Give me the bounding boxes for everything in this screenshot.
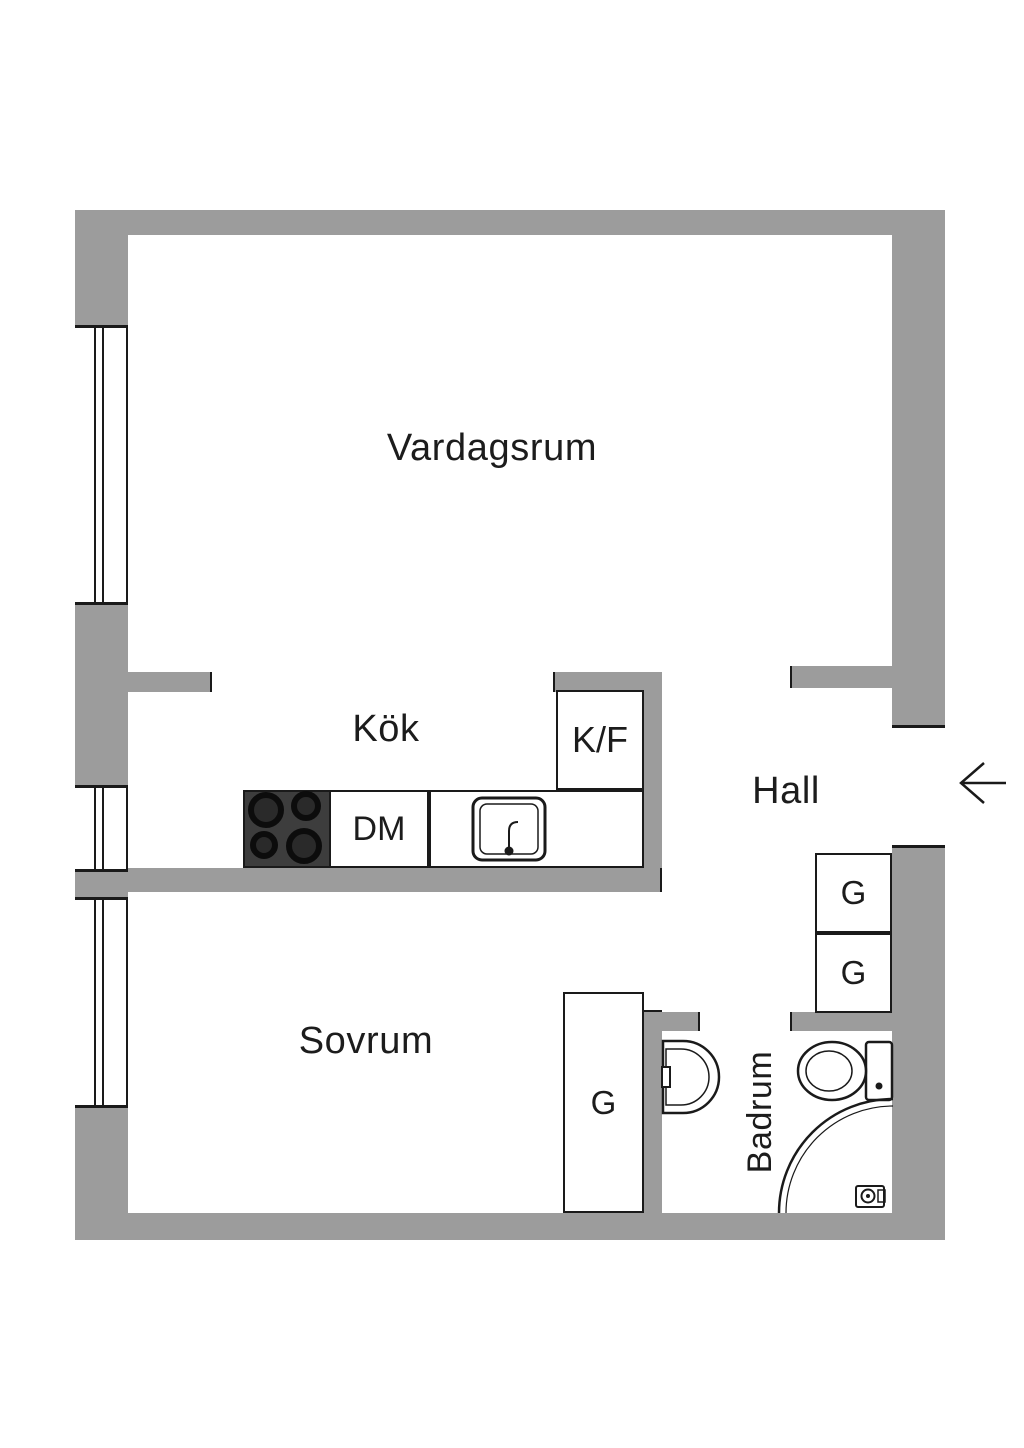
outer-wall-left-1 [75, 210, 128, 325]
outer-wall-bottom [75, 1213, 945, 1240]
entrance-arrow-icon [959, 762, 1006, 804]
bathroom-top-stub-wall [662, 1012, 700, 1031]
bathroom-label: Badrum [741, 1050, 779, 1174]
kitchen-hall-divider-wall [644, 672, 662, 892]
hall-closet-bottom-wall [790, 1012, 892, 1031]
dishwasher-box: DM [329, 790, 429, 868]
bedroom-wardrobe-label: G [590, 1083, 617, 1121]
hall-wardrobe-top-label: G [840, 874, 867, 911]
outer-wall-right-2 [892, 848, 945, 1213]
corner-shower-icon [777, 1097, 894, 1214]
fridge-freezer-label: K/F [571, 719, 628, 760]
dishwasher-label: DM [352, 809, 406, 848]
window-bedroom-icon [75, 897, 128, 1108]
window-living-room-icon [75, 325, 128, 605]
washbasin-icon [661, 1039, 721, 1115]
bathroom-left-wall [644, 1010, 662, 1213]
sink-counter-box [429, 790, 644, 868]
stove-box [243, 790, 331, 868]
living-room-label: Vardagsrum [386, 427, 598, 469]
kitchen-left-stub-wall [128, 672, 212, 692]
bedroom-wardrobe-box: G [563, 992, 644, 1213]
outer-wall-left-3 [75, 872, 128, 897]
entrance-opening [892, 725, 945, 848]
outer-wall-right-1 [892, 210, 945, 725]
outer-wall-left-2 [75, 605, 128, 785]
outer-wall-left-4 [75, 1108, 128, 1213]
hall-top-wall [790, 666, 892, 688]
hall-label: Hall [752, 770, 820, 812]
toilet-icon [796, 1040, 894, 1102]
outer-wall-top [75, 210, 945, 235]
kitchen-label: Kök [352, 708, 420, 750]
hall-wardrobe-bottom-box: G [815, 933, 892, 1013]
hall-wardrobe-top-box: G [815, 853, 892, 933]
fridge-freezer-box: K/F [556, 690, 644, 790]
window-kitchen-icon [75, 785, 128, 872]
hall-wardrobe-bottom-label: G [840, 954, 867, 991]
kitchen-bedroom-wall [128, 868, 662, 892]
kitchen-fridge-top-wall [553, 672, 644, 692]
bedroom-label: Sovrum [298, 1020, 434, 1062]
